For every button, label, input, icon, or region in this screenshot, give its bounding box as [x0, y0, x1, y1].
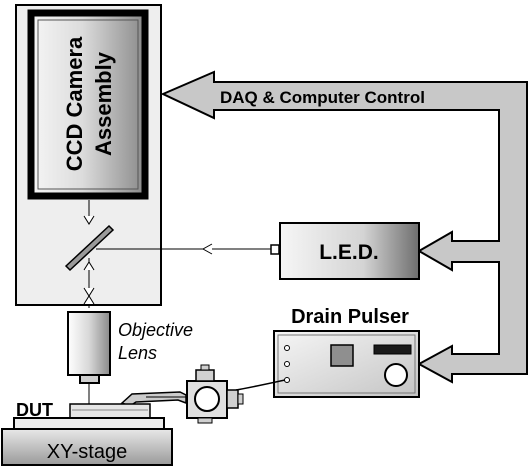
- probe-cable: [235, 379, 286, 391]
- probe-head-bottom: [197, 417, 213, 424]
- led-light-arrow-head: [201, 243, 213, 255]
- led-box: [279, 222, 420, 280]
- objective-lens-body: [67, 311, 111, 376]
- beam-splitter-mirror: [64, 224, 115, 272]
- ccd-label-line2: Assembly: [91, 51, 116, 156]
- objective-lens-tip: [79, 374, 100, 384]
- ccd-label-line1: CCD Camera: [62, 36, 87, 171]
- arrow-up-head-1: [83, 261, 95, 271]
- xy-stage-label: XY-stage: [47, 441, 127, 463]
- objective-label-line2: Lens: [118, 343, 157, 363]
- arrow-up-head-2: [83, 295, 95, 305]
- pulser-port-1: [284, 345, 290, 351]
- pulser-display: [330, 344, 354, 367]
- probe-head-side: [226, 389, 239, 409]
- dut-label: DUT: [16, 400, 53, 420]
- probe-head-dial: [194, 386, 220, 412]
- pulser-port-2: [284, 361, 290, 367]
- led-connector: [270, 244, 280, 255]
- ccd-camera-box: [27, 9, 149, 200]
- arrow-down-head: [83, 215, 95, 225]
- pulser-slot-bar: [373, 344, 412, 355]
- probe-head-top: [195, 369, 215, 382]
- pulser-port-3: [284, 377, 290, 383]
- daq-control-arrow: [160, 70, 528, 384]
- pulser-knob: [384, 363, 408, 387]
- daq-label: DAQ & Computer Control: [220, 88, 425, 107]
- dut-chip: [69, 403, 151, 419]
- drain-pulser-label: Drain Pulser: [291, 306, 409, 328]
- objective-label-line1: Objective: [118, 320, 193, 340]
- led-label: L.E.D.: [319, 241, 379, 264]
